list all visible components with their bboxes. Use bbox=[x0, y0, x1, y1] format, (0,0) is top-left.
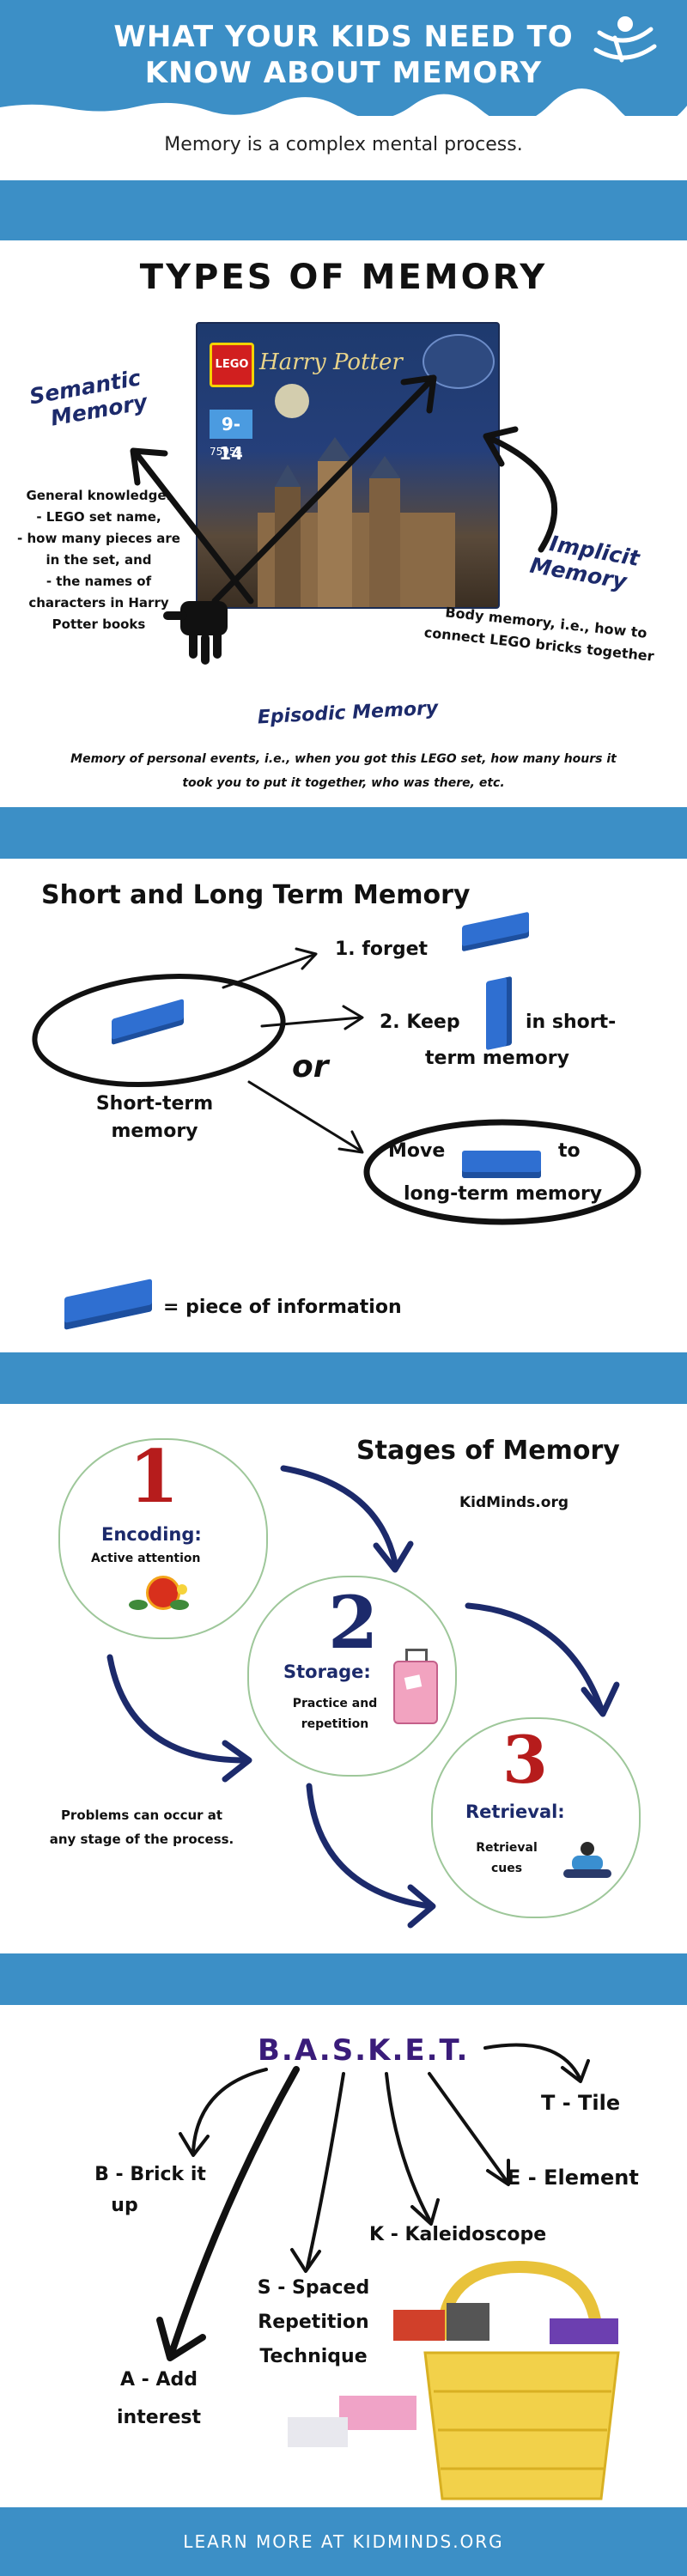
castle-shape bbox=[258, 437, 455, 607]
basket-a: A - Add interest bbox=[86, 2361, 232, 2437]
header-title-line2: KNOW ABOUT MEMORY bbox=[144, 56, 543, 90]
semantic-desc-2: - how many pieces are bbox=[17, 531, 180, 546]
semantic-desc-4: - the names of bbox=[46, 574, 152, 589]
episodic-desc: Memory of personal events, i.e., when yo… bbox=[34, 747, 653, 795]
lego-logo-text: LEGO bbox=[215, 358, 249, 371]
short-long-band bbox=[0, 807, 687, 859]
lego-logo: LEGO bbox=[210, 343, 254, 387]
semantic-desc-1: - LEGO set name, bbox=[36, 509, 161, 525]
types-band bbox=[0, 180, 687, 240]
stage-2-desc-2: repetition bbox=[301, 1717, 369, 1731]
keep-label-3: term memory bbox=[425, 1048, 569, 1069]
box-title: Harry Potter bbox=[259, 349, 403, 375]
keep-label-1: 2. Keep bbox=[380, 1012, 460, 1033]
basket-s-2: Repetition bbox=[258, 2312, 369, 2333]
basket-a-1: A - Add bbox=[120, 2369, 198, 2391]
stage-1-title: Encoding: bbox=[101, 1524, 202, 1545]
stages-band bbox=[0, 1352, 687, 1404]
short-term-label: Short-term memory bbox=[69, 1091, 240, 1145]
stage-1-number: 1 bbox=[129, 1434, 179, 1519]
move-label-1: Move bbox=[388, 1140, 446, 1162]
yoga-figure-icon bbox=[556, 1842, 617, 1893]
stage-2-title: Storage: bbox=[283, 1662, 371, 1682]
move-label-2: to bbox=[558, 1140, 581, 1162]
basket-band bbox=[0, 1953, 687, 2005]
semantic-desc-3: in the set, and bbox=[46, 552, 152, 568]
short-term-label-1: Short-term bbox=[95, 1093, 214, 1115]
box-age: 9-14 bbox=[210, 410, 252, 464]
basket-b-1: B - Brick it bbox=[94, 2164, 206, 2185]
box-set-number: 75954 bbox=[210, 446, 243, 458]
legend-label: = piece of information bbox=[163, 1297, 402, 1318]
lego-box-image: LEGO Harry Potter 9-14 75954 bbox=[196, 322, 500, 609]
short-long-heading: Short and Long Term Memory bbox=[41, 880, 471, 910]
basket-b: B - Brick it up bbox=[77, 2160, 223, 2221]
basket-b-2: up bbox=[111, 2195, 138, 2216]
semantic-desc: General knowledge: - LEGO set name, - ho… bbox=[9, 485, 189, 635]
footer-band bbox=[0, 2507, 687, 2576]
basket-k: K - Kaleidoscope bbox=[369, 2224, 547, 2245]
basket-s-1: S - Spaced bbox=[257, 2277, 370, 2299]
types-heading: TYPES OF MEMORY bbox=[139, 258, 548, 297]
stage-3-desc-2: cues bbox=[490, 1862, 523, 1875]
stage-2-desc: Practice and repetition bbox=[283, 1693, 386, 1735]
stage-encoding-circle bbox=[58, 1438, 268, 1639]
stage-3-title: Retrieval: bbox=[465, 1801, 565, 1822]
semantic-desc-5: characters in Harry bbox=[28, 595, 169, 611]
stages-heading: Stages of Memory bbox=[356, 1436, 620, 1466]
basket-a-2: interest bbox=[116, 2407, 202, 2428]
forget-label: 1. forget bbox=[335, 939, 429, 960]
flower-icon bbox=[129, 1576, 189, 1623]
problems-note-1: Problems can occur at bbox=[60, 1807, 223, 1823]
short-term-label-2: memory bbox=[111, 1121, 198, 1142]
header-title: WHAT YOUR KIDS NEED TO KNOW ABOUT MEMORY bbox=[77, 19, 610, 91]
keep-label-2: in short- bbox=[526, 1012, 617, 1033]
header-subtitle: Memory is a complex mental process. bbox=[164, 134, 523, 155]
brick-icon-keep bbox=[486, 975, 512, 1051]
basket-s: S - Spaced Repetition Technique bbox=[249, 2271, 378, 2374]
characters-badge bbox=[423, 334, 495, 389]
moon bbox=[275, 384, 309, 418]
footer-link[interactable]: LEARN MORE AT KIDMINDS.ORG bbox=[183, 2531, 504, 2552]
problems-note: Problems can occur at any stage of the p… bbox=[34, 1803, 249, 1851]
problems-note-2: any stage of the process. bbox=[49, 1832, 234, 1847]
basket-t: T - Tile bbox=[541, 2091, 621, 2115]
semantic-desc-0: General knowledge: bbox=[26, 488, 172, 503]
brick-icon-move bbox=[462, 1151, 541, 1178]
stages-site: KidMinds.org bbox=[459, 1494, 568, 1511]
move-label-3: long-term memory bbox=[404, 1183, 603, 1205]
stage-2-number: 2 bbox=[328, 1580, 379, 1665]
or-label: or bbox=[292, 1049, 329, 1084]
stage-3-desc-1: Retrieval bbox=[476, 1841, 538, 1855]
stage-3-number: 3 bbox=[502, 1722, 548, 1798]
episodic-desc-2: took you to put it together, who was the… bbox=[182, 776, 505, 790]
header-title-line1: WHAT YOUR KIDS NEED TO bbox=[113, 20, 574, 54]
suitcase-icon bbox=[393, 1649, 438, 1726]
stage-storage-circle bbox=[247, 1576, 457, 1777]
stage-1-desc: Active attention bbox=[91, 1552, 201, 1565]
stage-2-desc-1: Practice and bbox=[292, 1697, 378, 1710]
semantic-desc-6: Potter books bbox=[52, 617, 146, 632]
stage-3-desc: Retrieval cues bbox=[468, 1838, 545, 1879]
basket-heading: B.A.S.K.E.T. bbox=[258, 2033, 470, 2068]
episodic-desc-1: Memory of personal events, i.e., when yo… bbox=[70, 752, 617, 766]
basket-e: E - Element bbox=[507, 2166, 639, 2190]
basket-s-3: Technique bbox=[259, 2346, 368, 2367]
